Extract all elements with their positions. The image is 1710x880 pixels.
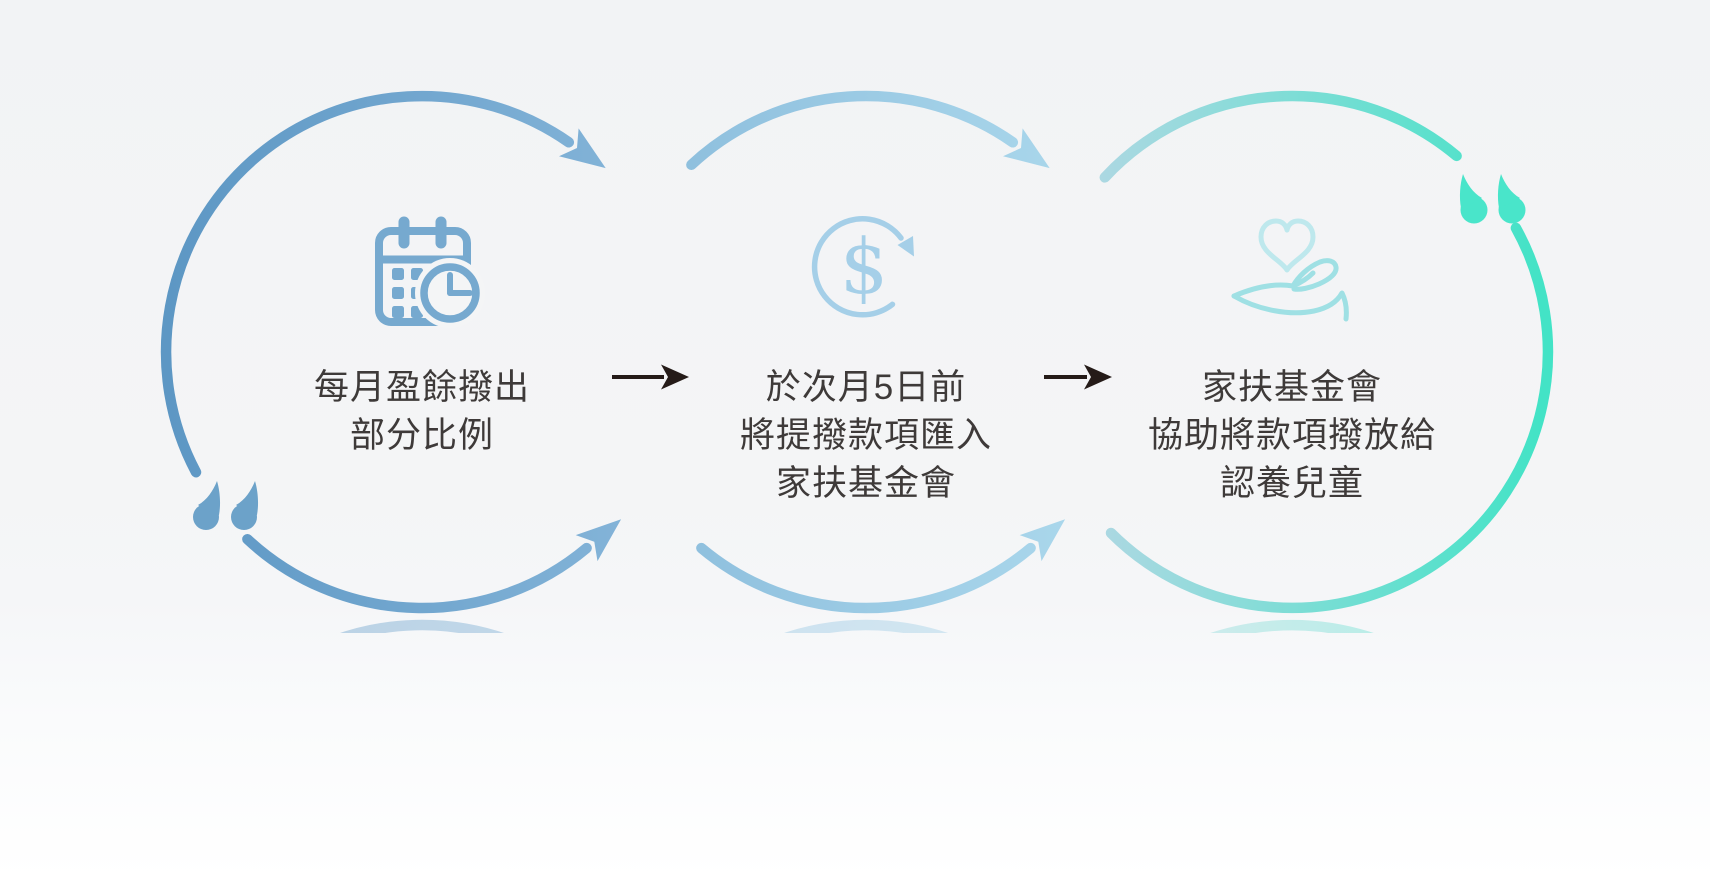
step-3-label: 家扶基金會 協助將款項撥放給 認養兒童 [1148, 368, 1436, 503]
step-1-line-1: 每月盈餘撥出 [314, 368, 530, 407]
step-3-line-3: 認養兒童 [1220, 464, 1364, 503]
step-2-circle [686, 90, 1066, 614]
step-2-line-2: 將提撥款項匯入 [740, 416, 992, 455]
step-3-line-1: 家扶基金會 [1202, 368, 1382, 407]
step-1-bottom-arrowhead-icon [575, 519, 622, 562]
dollar-refresh-icon: $ [811, 216, 914, 318]
dollar-sign: $ [840, 222, 888, 311]
calendar-clock-icon [375, 216, 485, 328]
step-1-line-2: 部分比例 [350, 416, 494, 455]
step-2-bottom-arc [696, 542, 1036, 614]
clock-face [420, 263, 480, 323]
opening-quote-icon [1459, 174, 1526, 224]
step-1-bottom-arc [242, 533, 592, 614]
step-1-label: 每月盈餘撥出 部分比例 [314, 368, 530, 455]
heart-in-hand-icon [1231, 218, 1349, 322]
step-1-top-arrowhead-icon [559, 128, 606, 169]
step-3-circle [1099, 90, 1554, 614]
step-2-line-1: 於次月5日前 [766, 368, 966, 407]
step-2-line-3: 家扶基金會 [776, 464, 956, 503]
heart-outline [1258, 218, 1316, 273]
step-2-top-arrowhead-icon [1003, 128, 1050, 169]
step-3-line-2: 協助將款項撥放給 [1148, 416, 1436, 455]
hand-outline [1231, 258, 1349, 322]
flow-arrow-2-icon [1044, 364, 1112, 390]
flow-arrow-1-icon [612, 364, 689, 390]
step-2-bottom-arrowhead-icon [1019, 519, 1066, 562]
quote-tail [198, 481, 221, 515]
quote-tail [1497, 174, 1520, 208]
step-2-label: 於次月5日前 將提撥款項匯入 家扶基金會 [740, 368, 992, 503]
quote-tail [236, 481, 259, 515]
step-2-top-arc [686, 90, 1019, 171]
step-3-right-arc [1105, 222, 1554, 614]
quote-tail [1459, 174, 1482, 208]
dollar-cycle-arc [811, 216, 904, 318]
step-1-circle [160, 90, 622, 614]
step-1-top-arc [160, 90, 575, 478]
flow-arrow-head [661, 364, 689, 390]
diagram-reflection [166, 625, 1548, 880]
dollar-cycle-arrowhead [897, 236, 914, 257]
flow-arrow-head [1084, 364, 1112, 390]
step-3-top-arc [1099, 90, 1462, 183]
closing-quote-icon [193, 481, 259, 530]
